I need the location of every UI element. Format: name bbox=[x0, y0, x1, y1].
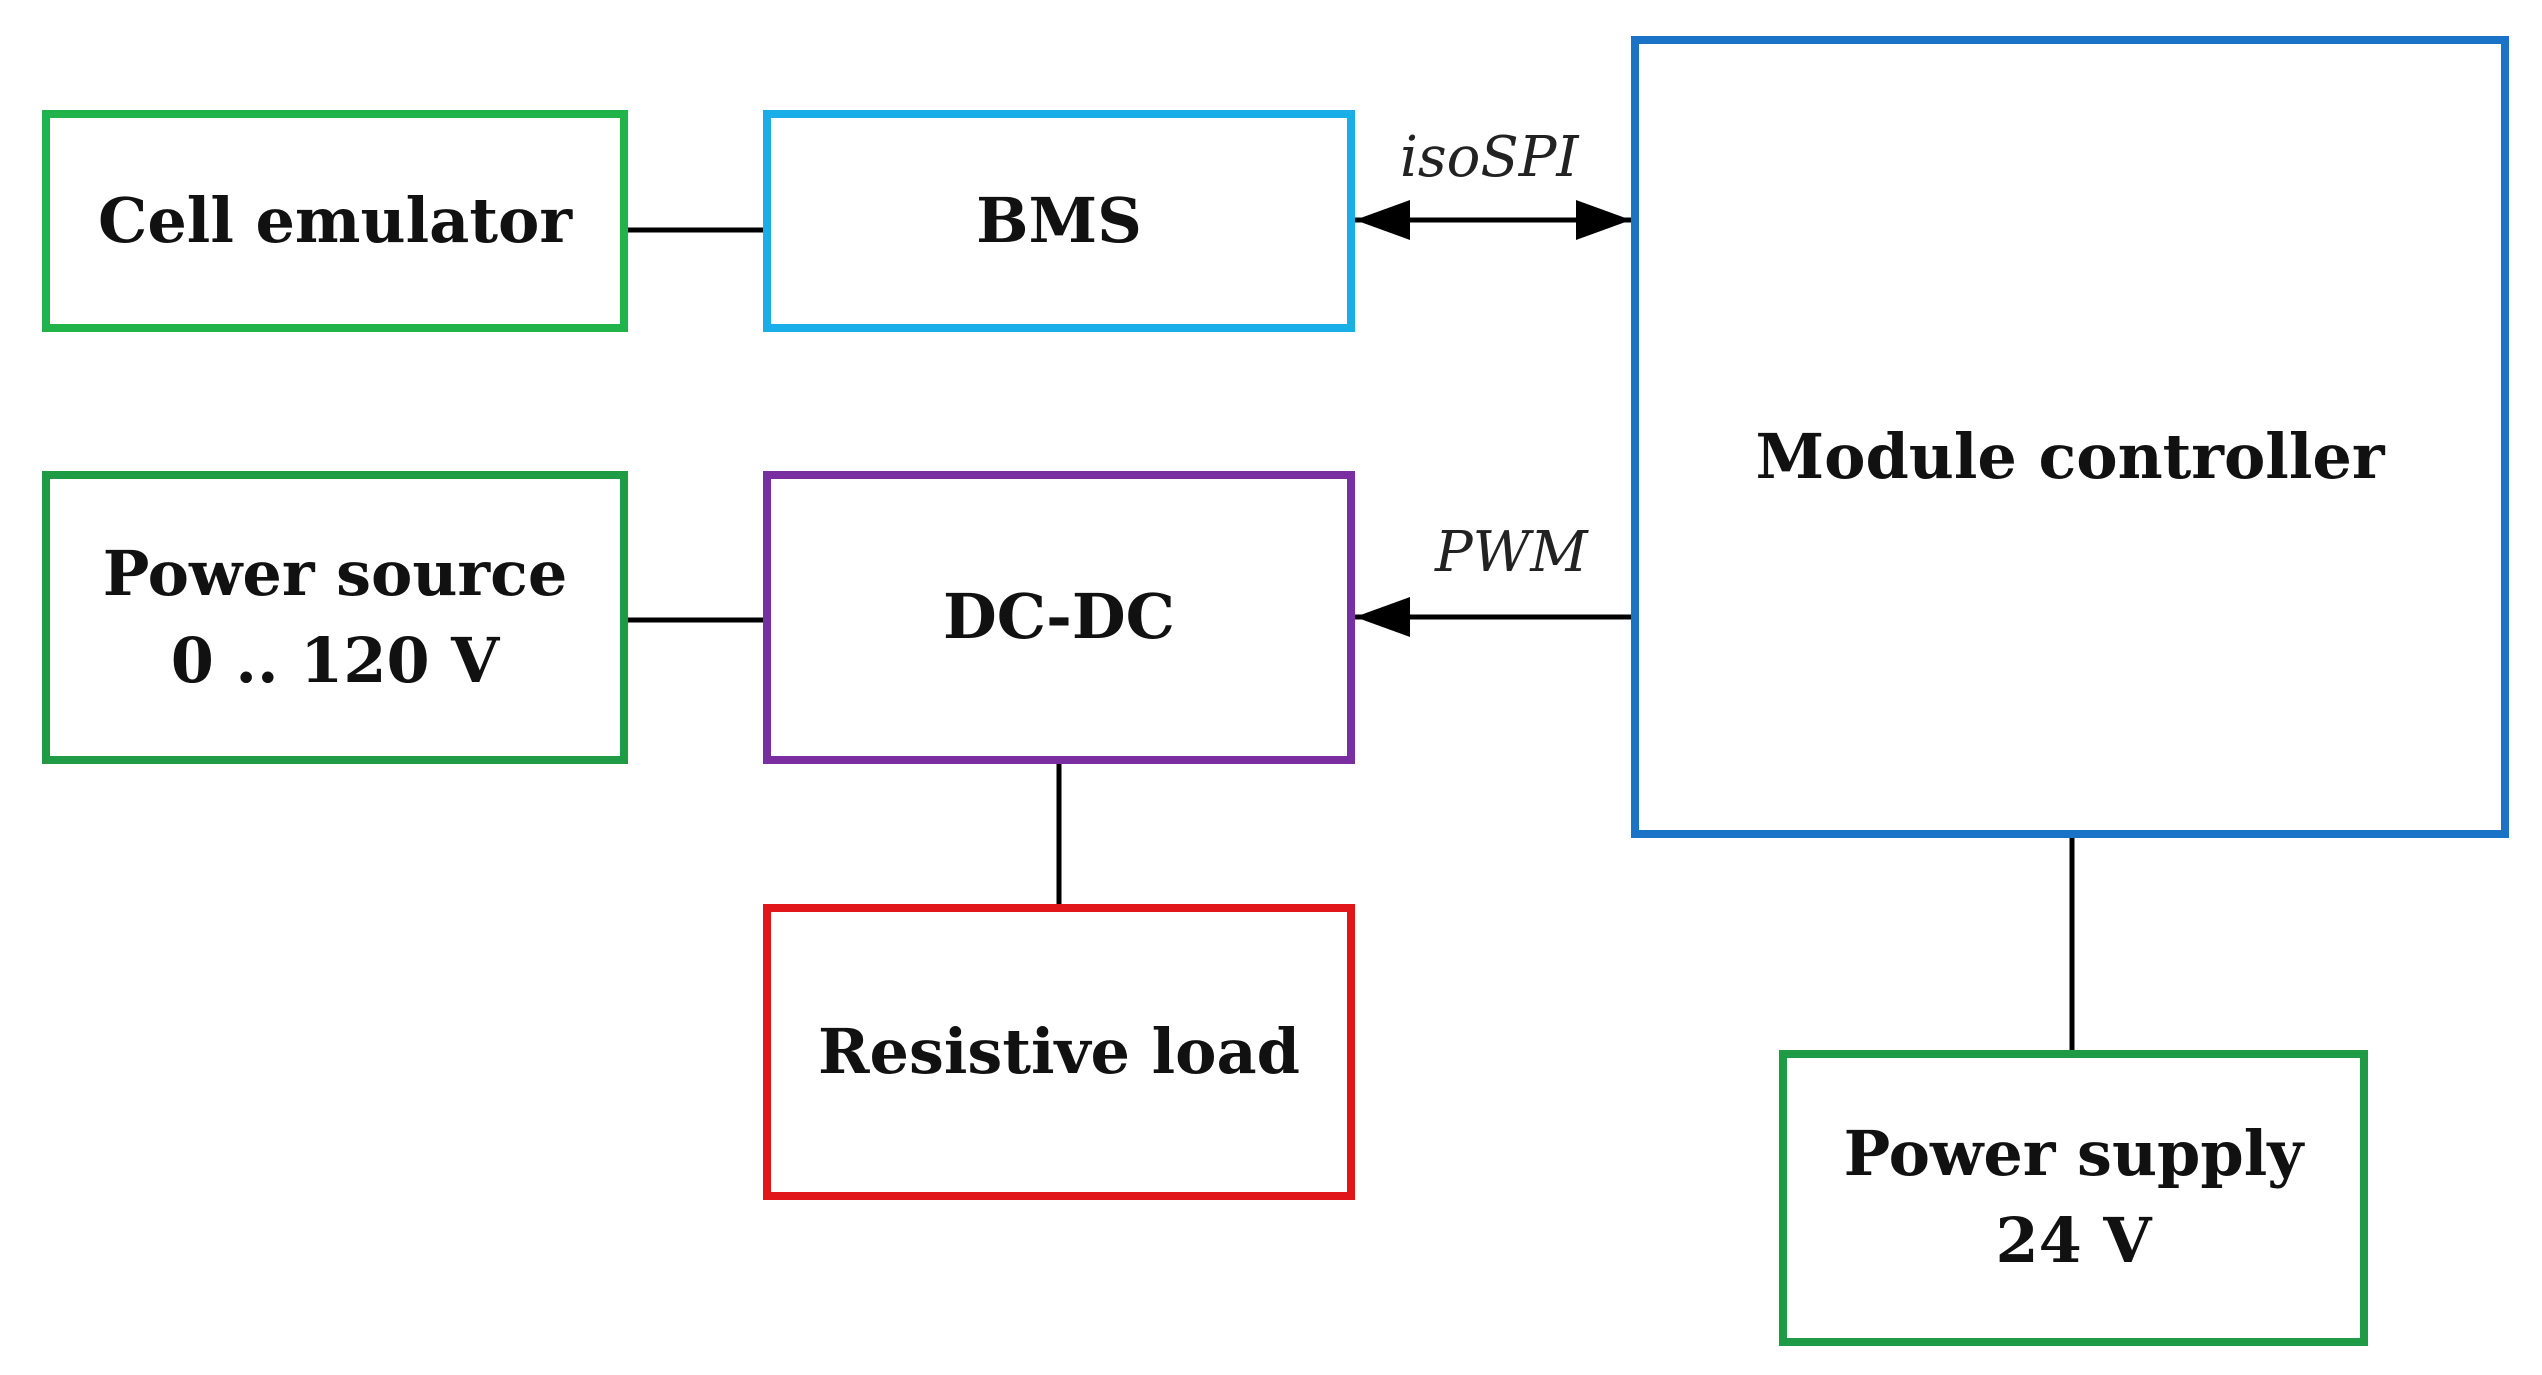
power-supply-block: Power supply 24 V bbox=[1779, 1050, 2368, 1346]
cell-emulator-block: Cell emulator bbox=[42, 110, 628, 332]
isospi-arrowhead-right bbox=[1576, 200, 1631, 240]
pwm-label: PWM bbox=[1435, 520, 1588, 585]
resistive-load-label: Resistive load bbox=[817, 1014, 1300, 1088]
module-controller-block: Module controller bbox=[1631, 36, 2509, 838]
isospi-label: isoSPI bbox=[1400, 125, 1579, 190]
isospi-arrowhead-left bbox=[1355, 200, 1410, 240]
module-controller-label: Module controller bbox=[1755, 420, 2385, 493]
power-source-voltage: 0 .. 120 V bbox=[170, 623, 500, 697]
cell-emulator-label: Cell emulator bbox=[98, 183, 572, 257]
bms-label: BMS bbox=[976, 183, 1142, 257]
dcdc-label: DC-DC bbox=[943, 580, 1175, 654]
power-source-block: Power source 0 .. 120 V bbox=[42, 471, 628, 764]
power-source-label: Power source bbox=[102, 536, 568, 610]
power-supply-label: Power supply bbox=[1843, 1117, 2304, 1191]
bms-block: BMS bbox=[763, 110, 1355, 332]
resistive-load-block: Resistive load bbox=[763, 904, 1355, 1200]
dcdc-block: DC-DC bbox=[763, 471, 1355, 764]
pwm-arrowhead bbox=[1355, 597, 1410, 637]
power-supply-voltage: 24 V bbox=[1995, 1204, 2152, 1277]
